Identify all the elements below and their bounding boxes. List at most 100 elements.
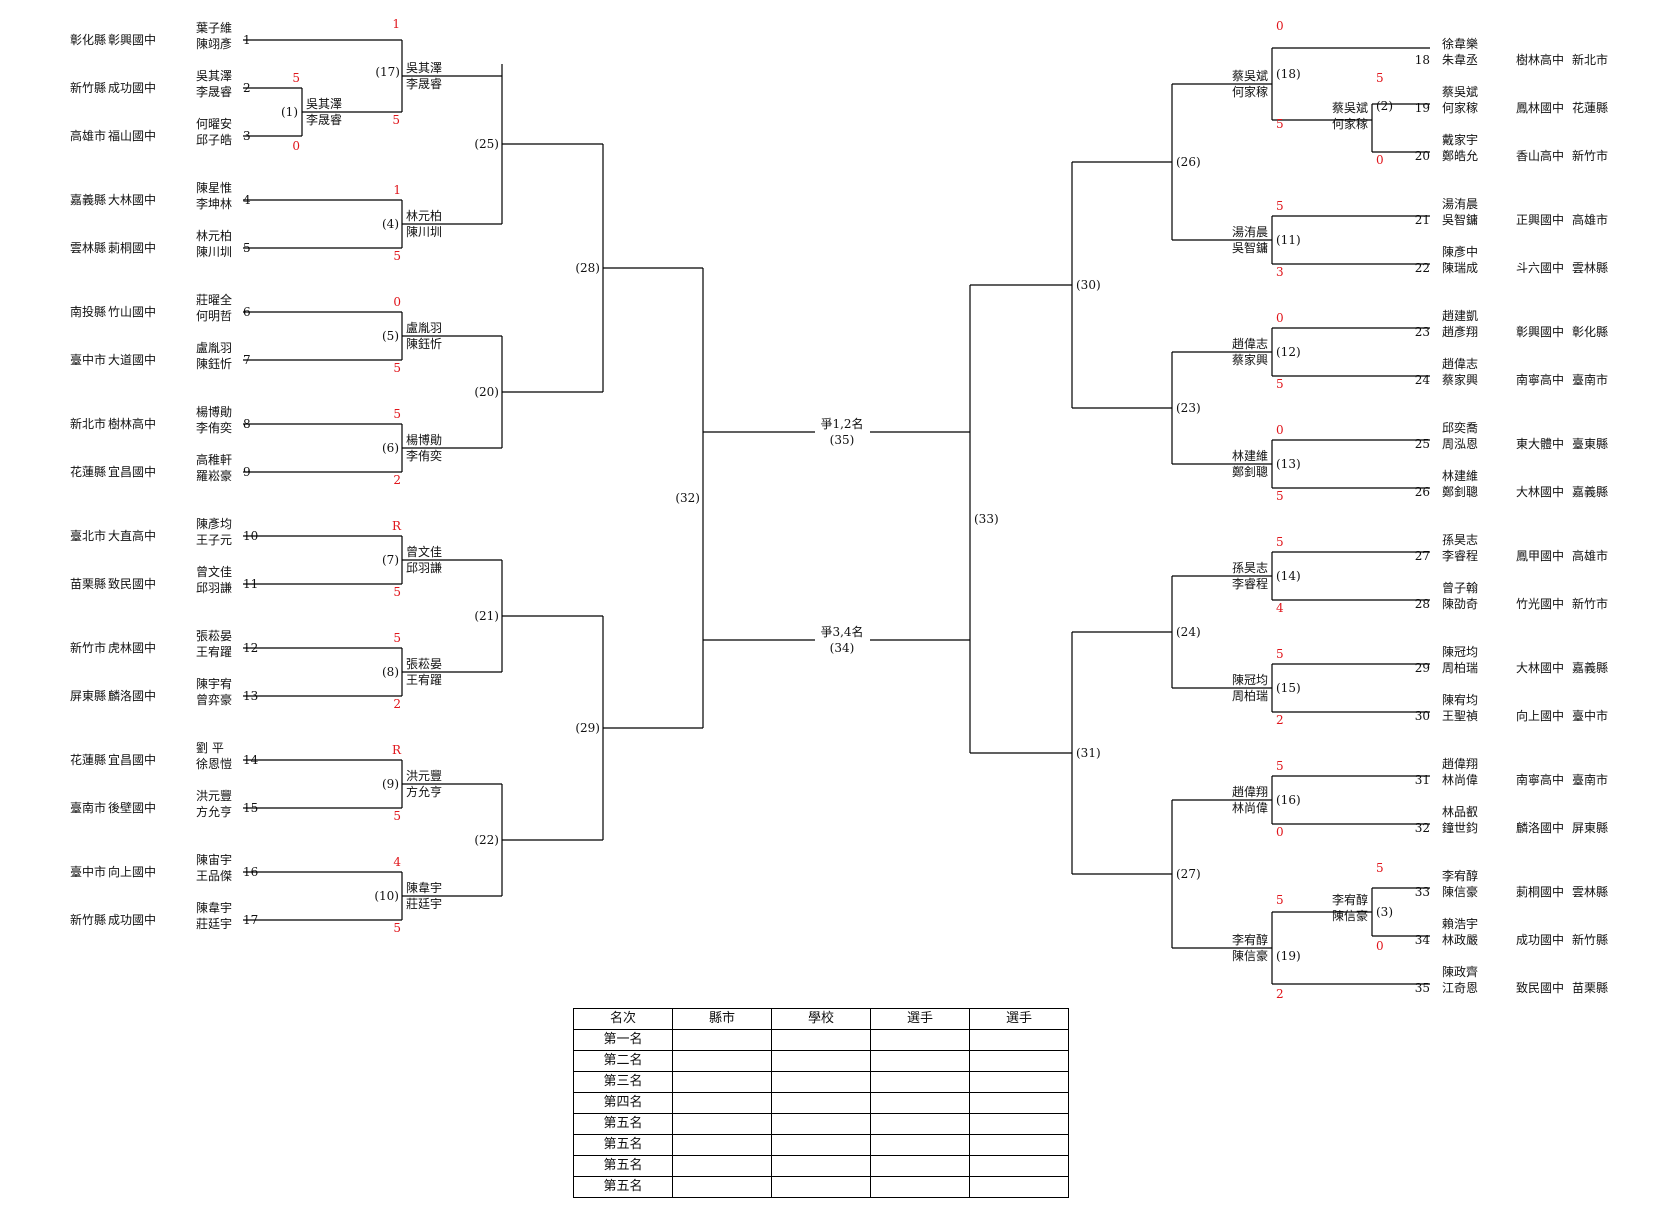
county-label: 屏東縣 bbox=[70, 689, 106, 703]
player-name: 陳鈺忻 bbox=[196, 356, 232, 371]
school-label: 成功國中 bbox=[1516, 932, 1564, 947]
match-number: (28) bbox=[575, 261, 600, 275]
final-label: 爭1,2名 bbox=[820, 416, 863, 431]
winner-name: 陳信豪 bbox=[1332, 908, 1368, 923]
match-number: (1) bbox=[281, 105, 298, 119]
third-place-match-number: (34) bbox=[830, 641, 855, 655]
score-top: R bbox=[392, 743, 402, 757]
county-label: 雲林縣 bbox=[70, 241, 106, 255]
rank-cell-empty bbox=[771, 1176, 871, 1198]
player-name: 陳瑞成 bbox=[1442, 261, 1478, 275]
player-name: 周柏瑞 bbox=[1442, 660, 1478, 675]
match-number: (27) bbox=[1176, 867, 1201, 881]
county-label: 臺東縣 bbox=[1572, 436, 1608, 451]
school-label: 鳳甲國中 bbox=[1516, 548, 1564, 563]
score-bottom: 0 bbox=[292, 139, 300, 153]
player-name: 吳智鏞 bbox=[1442, 212, 1478, 227]
school-label: 福山國中 bbox=[108, 128, 156, 143]
seed-number: 20 bbox=[1415, 149, 1430, 163]
match-number: (11) bbox=[1276, 233, 1301, 247]
rank-cell-empty bbox=[771, 1050, 871, 1072]
player-name: 邱奕喬 bbox=[1442, 420, 1478, 435]
player-name: 朱韋丞 bbox=[1442, 53, 1478, 67]
rank-cell-empty bbox=[771, 1134, 871, 1156]
rank-cell-empty bbox=[969, 1155, 1069, 1177]
player-name: 李宥醇 bbox=[1442, 868, 1478, 883]
match-number: (22) bbox=[474, 833, 499, 847]
rank-cell-empty bbox=[672, 1113, 772, 1135]
school-label: 致民國中 bbox=[1516, 980, 1564, 995]
player-name: 李侑奕 bbox=[196, 420, 232, 435]
school-label: 大林國中 bbox=[1516, 660, 1564, 675]
rank-cell-empty bbox=[870, 1113, 970, 1135]
school-label: 成功國中 bbox=[108, 80, 156, 95]
rank-cell-empty bbox=[672, 1092, 772, 1114]
school-label: 竹山國中 bbox=[108, 304, 156, 319]
player-name: 趙建凱 bbox=[1442, 308, 1478, 323]
county-label: 花蓮縣 bbox=[70, 752, 106, 767]
score-top: 4 bbox=[393, 855, 401, 869]
player-name: 吳其澤 bbox=[196, 69, 232, 83]
winner-name: 吳其澤 bbox=[406, 61, 442, 75]
county-label: 嘉義縣 bbox=[1572, 660, 1608, 675]
player-name: 陳宙宇 bbox=[196, 852, 232, 867]
player-name: 賴浩宇 bbox=[1442, 916, 1478, 931]
player-name: 蔡家興 bbox=[1442, 372, 1478, 387]
winner-name: 方允亨 bbox=[406, 784, 442, 799]
school-label: 彰興國中 bbox=[1516, 324, 1564, 339]
match-number: (23) bbox=[1176, 401, 1201, 415]
rank-cell-empty bbox=[969, 1092, 1069, 1114]
rank-cell-empty bbox=[672, 1029, 772, 1051]
score-top: 5 bbox=[1376, 71, 1384, 85]
match-number: (32) bbox=[675, 491, 700, 505]
school-label: 向上國中 bbox=[108, 864, 156, 879]
score-bottom: 5 bbox=[392, 113, 400, 127]
rank-label: 第五名 bbox=[573, 1176, 673, 1198]
county-label: 花蓮縣 bbox=[1572, 100, 1608, 115]
player-name: 何明哲 bbox=[196, 309, 232, 323]
winner-name: 邱羽謙 bbox=[406, 561, 442, 575]
school-label: 南寧高中 bbox=[1516, 772, 1564, 787]
winner-name: 周柏瑞 bbox=[1232, 688, 1268, 703]
seed-number: 18 bbox=[1415, 53, 1430, 67]
winner-name: 陳鈺忻 bbox=[406, 336, 442, 351]
seed-number: 30 bbox=[1415, 709, 1430, 723]
match-number: (5) bbox=[382, 329, 399, 343]
rank-cell-empty bbox=[870, 1050, 970, 1072]
score-top: 5 bbox=[1276, 893, 1284, 907]
winner-name: 李晟睿 bbox=[406, 76, 442, 91]
rank-cell-empty bbox=[771, 1092, 871, 1114]
rank-cell-empty bbox=[771, 1155, 871, 1177]
player-name: 陳翊彥 bbox=[196, 36, 232, 51]
score-bottom: 2 bbox=[393, 473, 401, 487]
player-name: 何曜安 bbox=[196, 116, 232, 131]
school-label: 後壁國中 bbox=[108, 800, 156, 815]
score-top: 1 bbox=[392, 17, 400, 31]
rank-cell-empty bbox=[672, 1071, 772, 1093]
match-number: (30) bbox=[1076, 278, 1101, 292]
score-bottom: 3 bbox=[1276, 265, 1284, 279]
rank-cell-empty bbox=[969, 1071, 1069, 1093]
school-label: 宜昌國中 bbox=[108, 752, 156, 767]
score-top: R bbox=[392, 519, 402, 533]
county-label: 新竹縣 bbox=[70, 912, 106, 927]
score-bottom: 5 bbox=[1276, 489, 1284, 503]
player-name: 楊博勛 bbox=[196, 404, 232, 419]
winner-name: 陳韋宇 bbox=[406, 881, 442, 895]
seed-number: 28 bbox=[1415, 597, 1430, 611]
school-label: 東大體中 bbox=[1516, 436, 1564, 451]
county-label: 新竹市 bbox=[1572, 148, 1608, 163]
match-number: (18) bbox=[1276, 67, 1301, 81]
county-label: 屏東縣 bbox=[1572, 821, 1608, 835]
ranking-header-row: 名次 縣市 學校 選手 選手 bbox=[573, 1008, 1069, 1030]
player-name: 陳劭奇 bbox=[1442, 597, 1478, 611]
winner-name: 洪元豐 bbox=[406, 769, 442, 783]
player-name: 孫昊志 bbox=[1442, 533, 1478, 547]
score-bottom: 5 bbox=[393, 585, 401, 599]
player-name: 葉子維 bbox=[196, 21, 232, 35]
score-top: 5 bbox=[393, 631, 401, 645]
score-top: 5 bbox=[393, 407, 401, 421]
player-name: 張菘晏 bbox=[196, 629, 232, 643]
player-name: 趙彥翔 bbox=[1442, 324, 1478, 339]
score-top: 5 bbox=[1276, 199, 1284, 213]
